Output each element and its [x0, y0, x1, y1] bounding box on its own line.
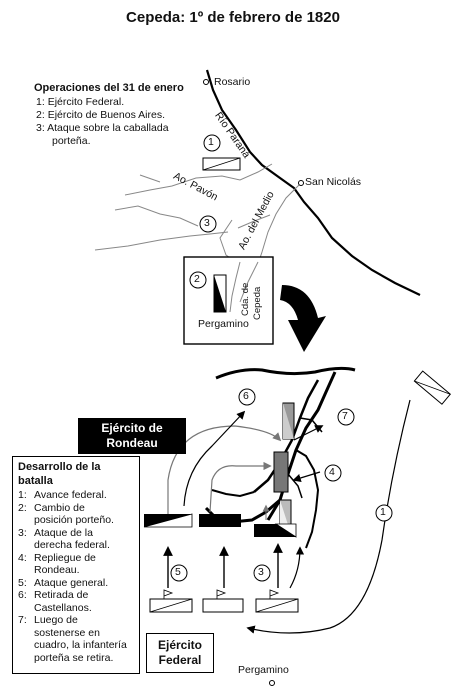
- arrow-7-infantry-retreat: [293, 425, 324, 441]
- legend-item: 7:Luego de sostenerse en cuadro, la infa…: [18, 614, 127, 664]
- legend-item: 5:Ataque general.: [18, 576, 109, 589]
- operations-list: 1: Ejército Federal. 2: Ejército de Buen…: [36, 96, 169, 148]
- rosario-label: Rosario: [214, 76, 251, 88]
- marker-label: 3: [258, 566, 264, 578]
- legend-item: 4:Repliegue de Rondeau.: [18, 551, 96, 577]
- operations-item: 2: Ejército de Buenos Aires.: [36, 109, 166, 121]
- pergamino-bottom-dot: [269, 680, 275, 686]
- legend-heading-2: batalla: [18, 475, 53, 487]
- federal-cavalry-unit: [413, 370, 451, 405]
- arrow-2-porteno-change: [167, 425, 282, 514]
- legend-heading-1: Desarrollo de la: [18, 461, 101, 473]
- legend-item: 2:Cambio de posición porteño.: [18, 501, 114, 527]
- pergamino-top-label: Pergamino: [198, 318, 249, 330]
- battle-legend: Desarrollo de la batalla 1:Avance federa…: [12, 456, 140, 674]
- cepeda-label-2: Cepeda: [252, 286, 263, 320]
- operations-heading: Operaciones del 31 de enero: [34, 82, 184, 94]
- federal-army-box: Ejército Federal: [146, 633, 214, 673]
- parana-river: [205, 69, 421, 296]
- federal-unit-center: [202, 598, 244, 613]
- battle-river-top: [215, 366, 356, 380]
- san-nicolas-dot: [298, 180, 304, 186]
- arrow-1-federal-advance: [246, 399, 411, 634]
- legend-item: 1:Avance federal.: [18, 489, 107, 501]
- zoom-arrow: [280, 285, 326, 352]
- marker-label: 4: [329, 466, 335, 478]
- porteno-line-center: [199, 514, 241, 527]
- inset-box: [183, 256, 274, 345]
- marker-label: 5: [175, 566, 181, 578]
- medio-stream: [257, 183, 301, 265]
- marker-label: 7: [342, 410, 348, 422]
- san-nicolas-label: San Nicolás: [305, 176, 362, 188]
- legend-item: 3:Ataque de la derecha federal.: [18, 526, 110, 552]
- operations-item: 1: Ejército Federal.: [36, 96, 125, 108]
- map-title: Cepeda: 1º de febrero de 1820: [126, 9, 340, 26]
- cepeda-label-1: Cda. de: [240, 282, 251, 316]
- arrow-4-rondeau-retreat: [292, 471, 321, 483]
- marker-label: 6: [243, 390, 249, 402]
- rosario-dot: [203, 79, 209, 85]
- pergamino-bottom-label: Pergamino: [238, 664, 289, 676]
- marker-circles: [168, 134, 393, 582]
- operations-item: 3: Ataque sobre la caballada: [36, 122, 169, 134]
- marker-label: 3: [204, 217, 210, 229]
- rondeau-column: [273, 451, 289, 493]
- arrow-6-castellanos: [183, 410, 246, 507]
- cepeda-channel-main: [266, 371, 337, 521]
- marker-label: 1: [208, 136, 214, 148]
- legend-item: 6:Retirada de Castellanos.: [18, 589, 92, 614]
- battle-map: [143, 366, 451, 686]
- overview-map: [94, 69, 421, 352]
- rondeau-army-box: Ejército de Rondeau: [78, 418, 186, 454]
- operations-item: porteña.: [52, 135, 91, 147]
- marker-label: 1: [380, 506, 386, 518]
- marker-label: 2: [194, 273, 200, 285]
- pavon-stream: [124, 163, 273, 196]
